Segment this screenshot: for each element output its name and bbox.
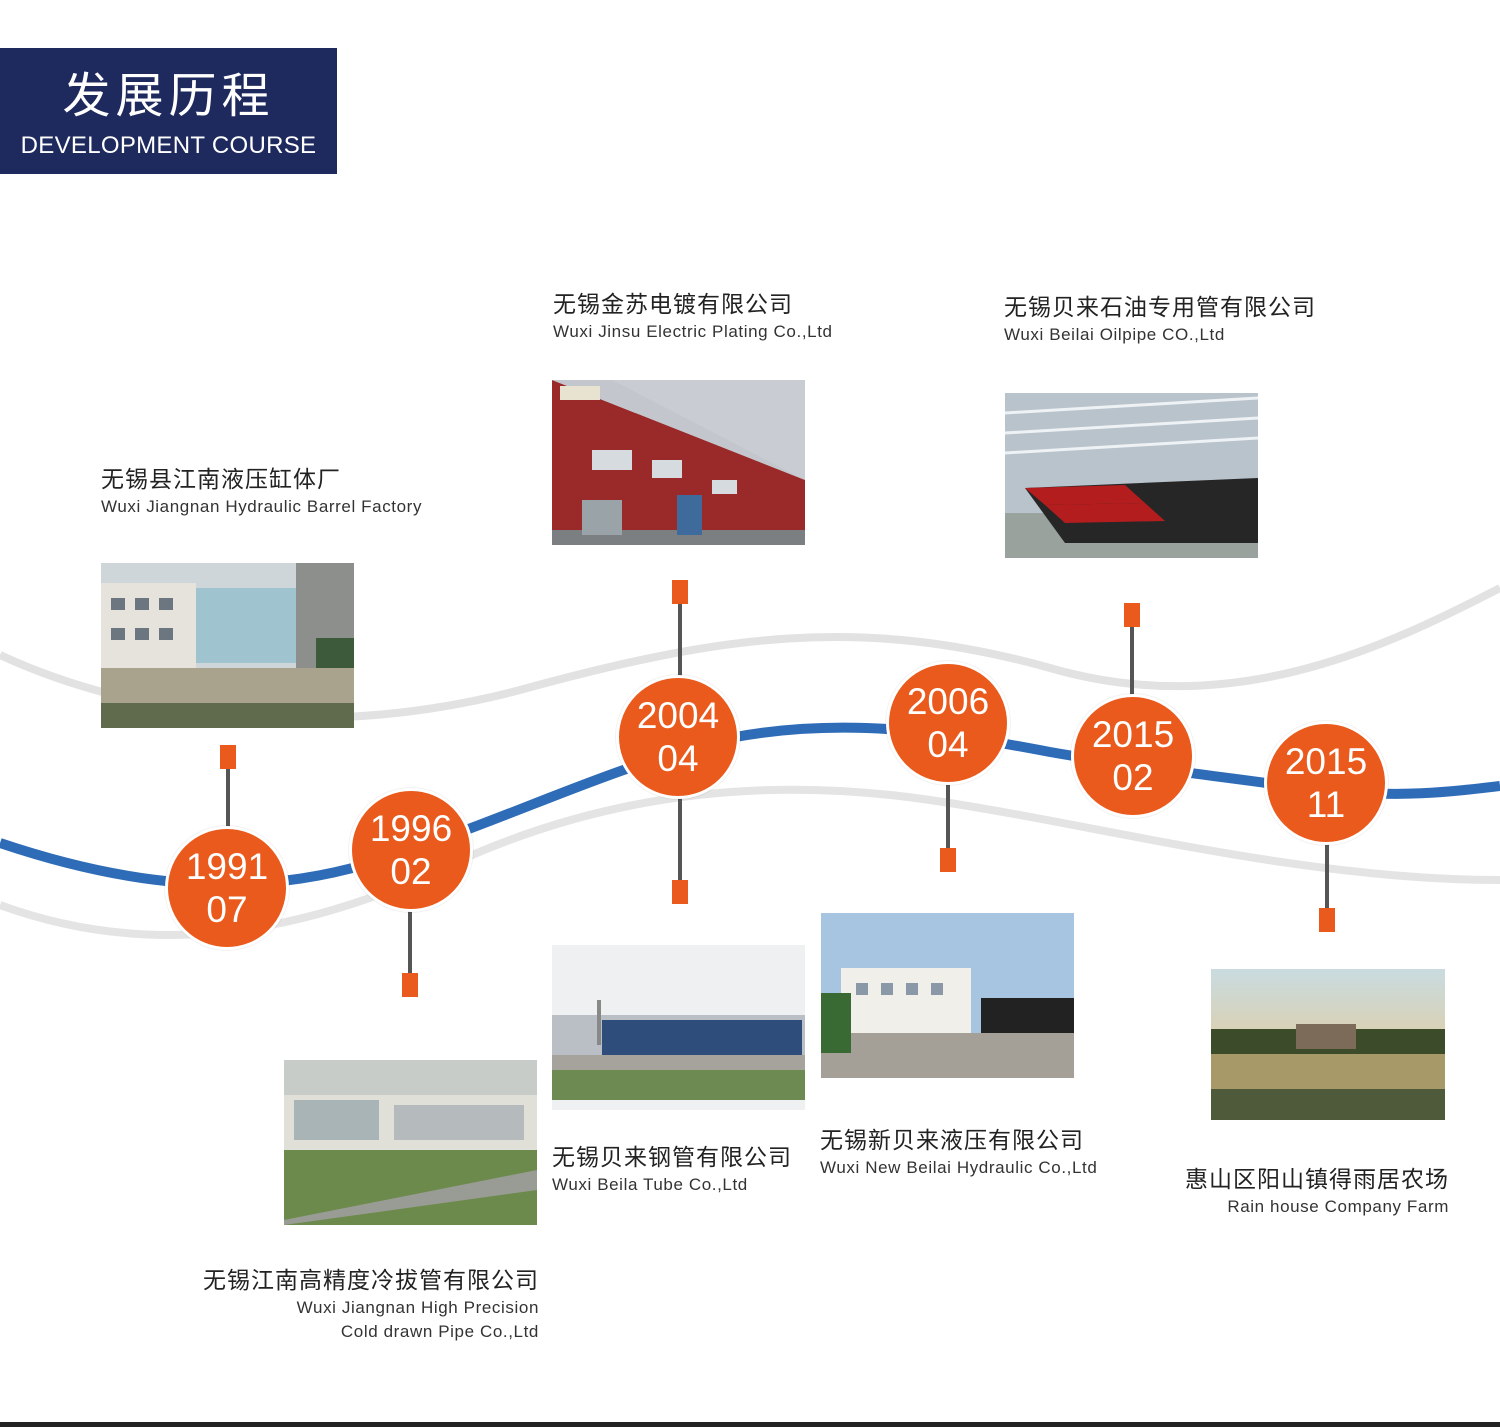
milestone-month: 11 <box>1306 784 1346 825</box>
milestone-circle-1996: 1996 02 <box>349 788 473 912</box>
photo-rain-house-farm <box>1211 969 1445 1120</box>
marker-2015-11 <box>1319 908 1335 932</box>
milestone-year: 1991 <box>185 846 269 887</box>
company-name-en: Wuxi Jinsu Electric Plating Co.,Ltd <box>553 322 833 341</box>
photo-new-beilai <box>821 913 1074 1078</box>
milestone-year: 1996 <box>369 808 453 849</box>
photo-beilai-oilpipe <box>1005 393 1258 558</box>
photo-jiangnan-factory <box>101 563 354 728</box>
marker-1991 <box>220 745 236 769</box>
milestone-circle-2015-11: 2015 11 <box>1264 721 1388 845</box>
photo-jinsu-plating <box>552 380 805 545</box>
label-2015-02: 无锡贝来石油专用管有限公司 Wuxi Beilai Oilpipe CO.,Lt… <box>1004 293 1316 347</box>
stem-1996 <box>408 905 412 985</box>
page-subtitle: DEVELOPMENT COURSE <box>20 132 317 159</box>
marker-1996 <box>402 973 418 997</box>
company-name-cn: 无锡贝来石油专用管有限公司 <box>1004 295 1316 321</box>
milestone-year: 2015 <box>1091 714 1175 755</box>
label-2004-bottom: 无锡贝来钢管有限公司 Wuxi Beila Tube Co.,Ltd <box>552 1143 792 1197</box>
label-2015-11: 惠山区阳山镇得雨居农场 Rain house Company Farm <box>1185 1165 1449 1219</box>
stem-2006 <box>946 775 950 860</box>
milestone-circle-1991: 1991 07 <box>165 826 289 950</box>
milestone-circle-2015-02: 2015 02 <box>1071 694 1195 818</box>
milestone-month: 04 <box>927 724 969 765</box>
milestone-circle-2006: 2006 04 <box>886 661 1010 785</box>
label-2004-top: 无锡金苏电镀有限公司 Wuxi Jinsu Electric Plating C… <box>553 290 833 344</box>
milestone-month: 07 <box>206 889 248 930</box>
company-name-cn: 无锡贝来钢管有限公司 <box>552 1145 792 1171</box>
marker-2006 <box>940 848 956 872</box>
company-name-cn: 惠山区阳山镇得雨居农场 <box>1185 1167 1449 1193</box>
header-banner: 发展历程 DEVELOPMENT COURSE <box>0 48 337 174</box>
label-2006: 无锡新贝来液压有限公司 Wuxi New Beilai Hydraulic Co… <box>820 1126 1097 1180</box>
milestone-year: 2004 <box>636 695 720 736</box>
stem-2015-02 <box>1130 615 1134 705</box>
stem-2015-11 <box>1325 835 1329 920</box>
milestone-month: 02 <box>1112 757 1154 798</box>
milestone-circle-2004: 2004 04 <box>616 675 740 799</box>
company-name-cn: 无锡江南高精度冷拔管有限公司 <box>203 1268 539 1294</box>
stem-1991 <box>226 757 230 835</box>
company-name-en: Rain house Company Farm <box>1227 1197 1449 1216</box>
bottom-divider <box>0 1422 1500 1427</box>
company-name-cn: 无锡新贝来液压有限公司 <box>820 1128 1084 1154</box>
company-name-en-line1: Wuxi Jiangnan High Precision <box>296 1298 539 1317</box>
company-name-en: Wuxi New Beilai Hydraulic Co.,Ltd <box>820 1158 1098 1177</box>
company-name-en: Wuxi Beilai Oilpipe CO.,Ltd <box>1004 325 1225 344</box>
milestone-month: 02 <box>390 851 432 892</box>
marker-2004-bottom <box>672 880 688 904</box>
company-name-en: Wuxi Jiangnan Hydraulic Barrel Factory <box>101 497 423 516</box>
marker-2015-02 <box>1124 603 1140 627</box>
page-title: 发展历程 <box>62 68 275 124</box>
milestone-month: 04 <box>657 738 699 779</box>
marker-2004-top <box>672 580 688 604</box>
company-name-cn: 无锡金苏电镀有限公司 <box>553 292 793 318</box>
photo-beila-tube <box>552 945 805 1110</box>
label-1991: 无锡县江南液压缸体厂 Wuxi Jiangnan Hydraulic Barre… <box>101 465 422 519</box>
company-name-en: Wuxi Beila Tube Co.,Ltd <box>552 1175 748 1194</box>
company-name-cn: 无锡县江南液压缸体厂 <box>101 467 341 493</box>
company-name-en-line2: Cold drawn Pipe Co.,Ltd <box>340 1322 539 1341</box>
label-1996: 无锡江南高精度冷拔管有限公司 Wuxi Jiangnan High Precis… <box>203 1266 539 1344</box>
photo-jiangnan-precision <box>284 1060 537 1225</box>
milestone-year: 2006 <box>906 681 990 722</box>
milestone-year: 2015 <box>1284 741 1368 782</box>
